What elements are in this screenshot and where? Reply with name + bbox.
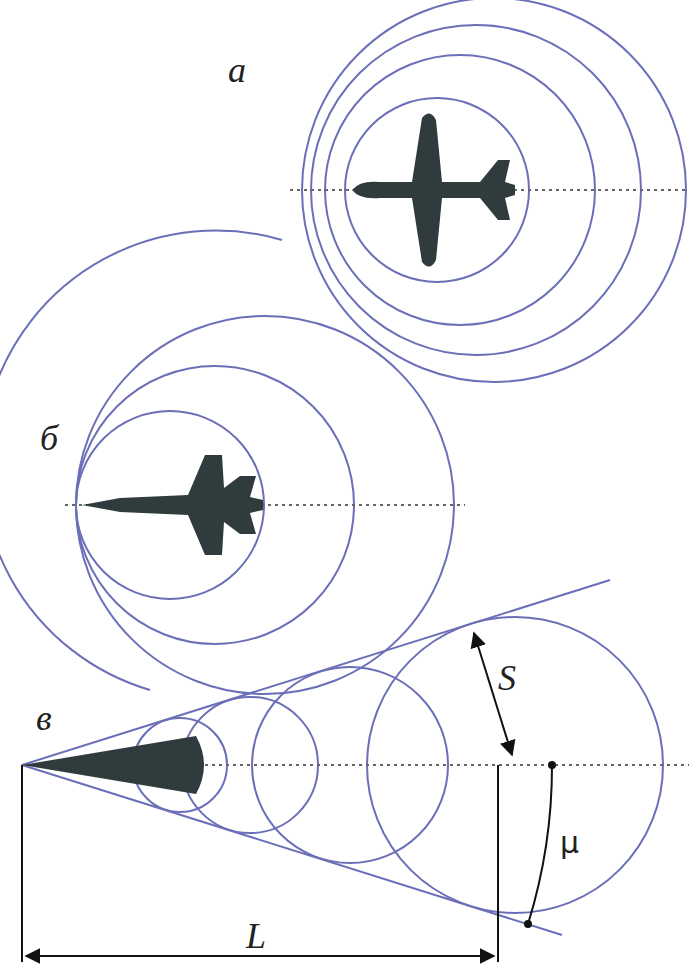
dimension-l [26,955,494,957]
axis-line [205,764,689,766]
arc-end [548,761,556,769]
arc-end [524,920,532,928]
sonic-waves [0,231,454,694]
dimension-label: S [498,660,516,696]
case-label: б [40,420,58,456]
aircraft [82,455,263,555]
aircraft [352,113,515,266]
case-label: в [36,700,52,736]
angle-label: μ [560,828,579,858]
case-label: а [228,52,246,88]
angle-arc [528,765,552,924]
supersonic-waves [22,580,663,935]
extension-line [497,765,499,962]
aircraft [22,736,204,794]
dimension-label: L [246,918,266,954]
extension-line [21,765,23,962]
